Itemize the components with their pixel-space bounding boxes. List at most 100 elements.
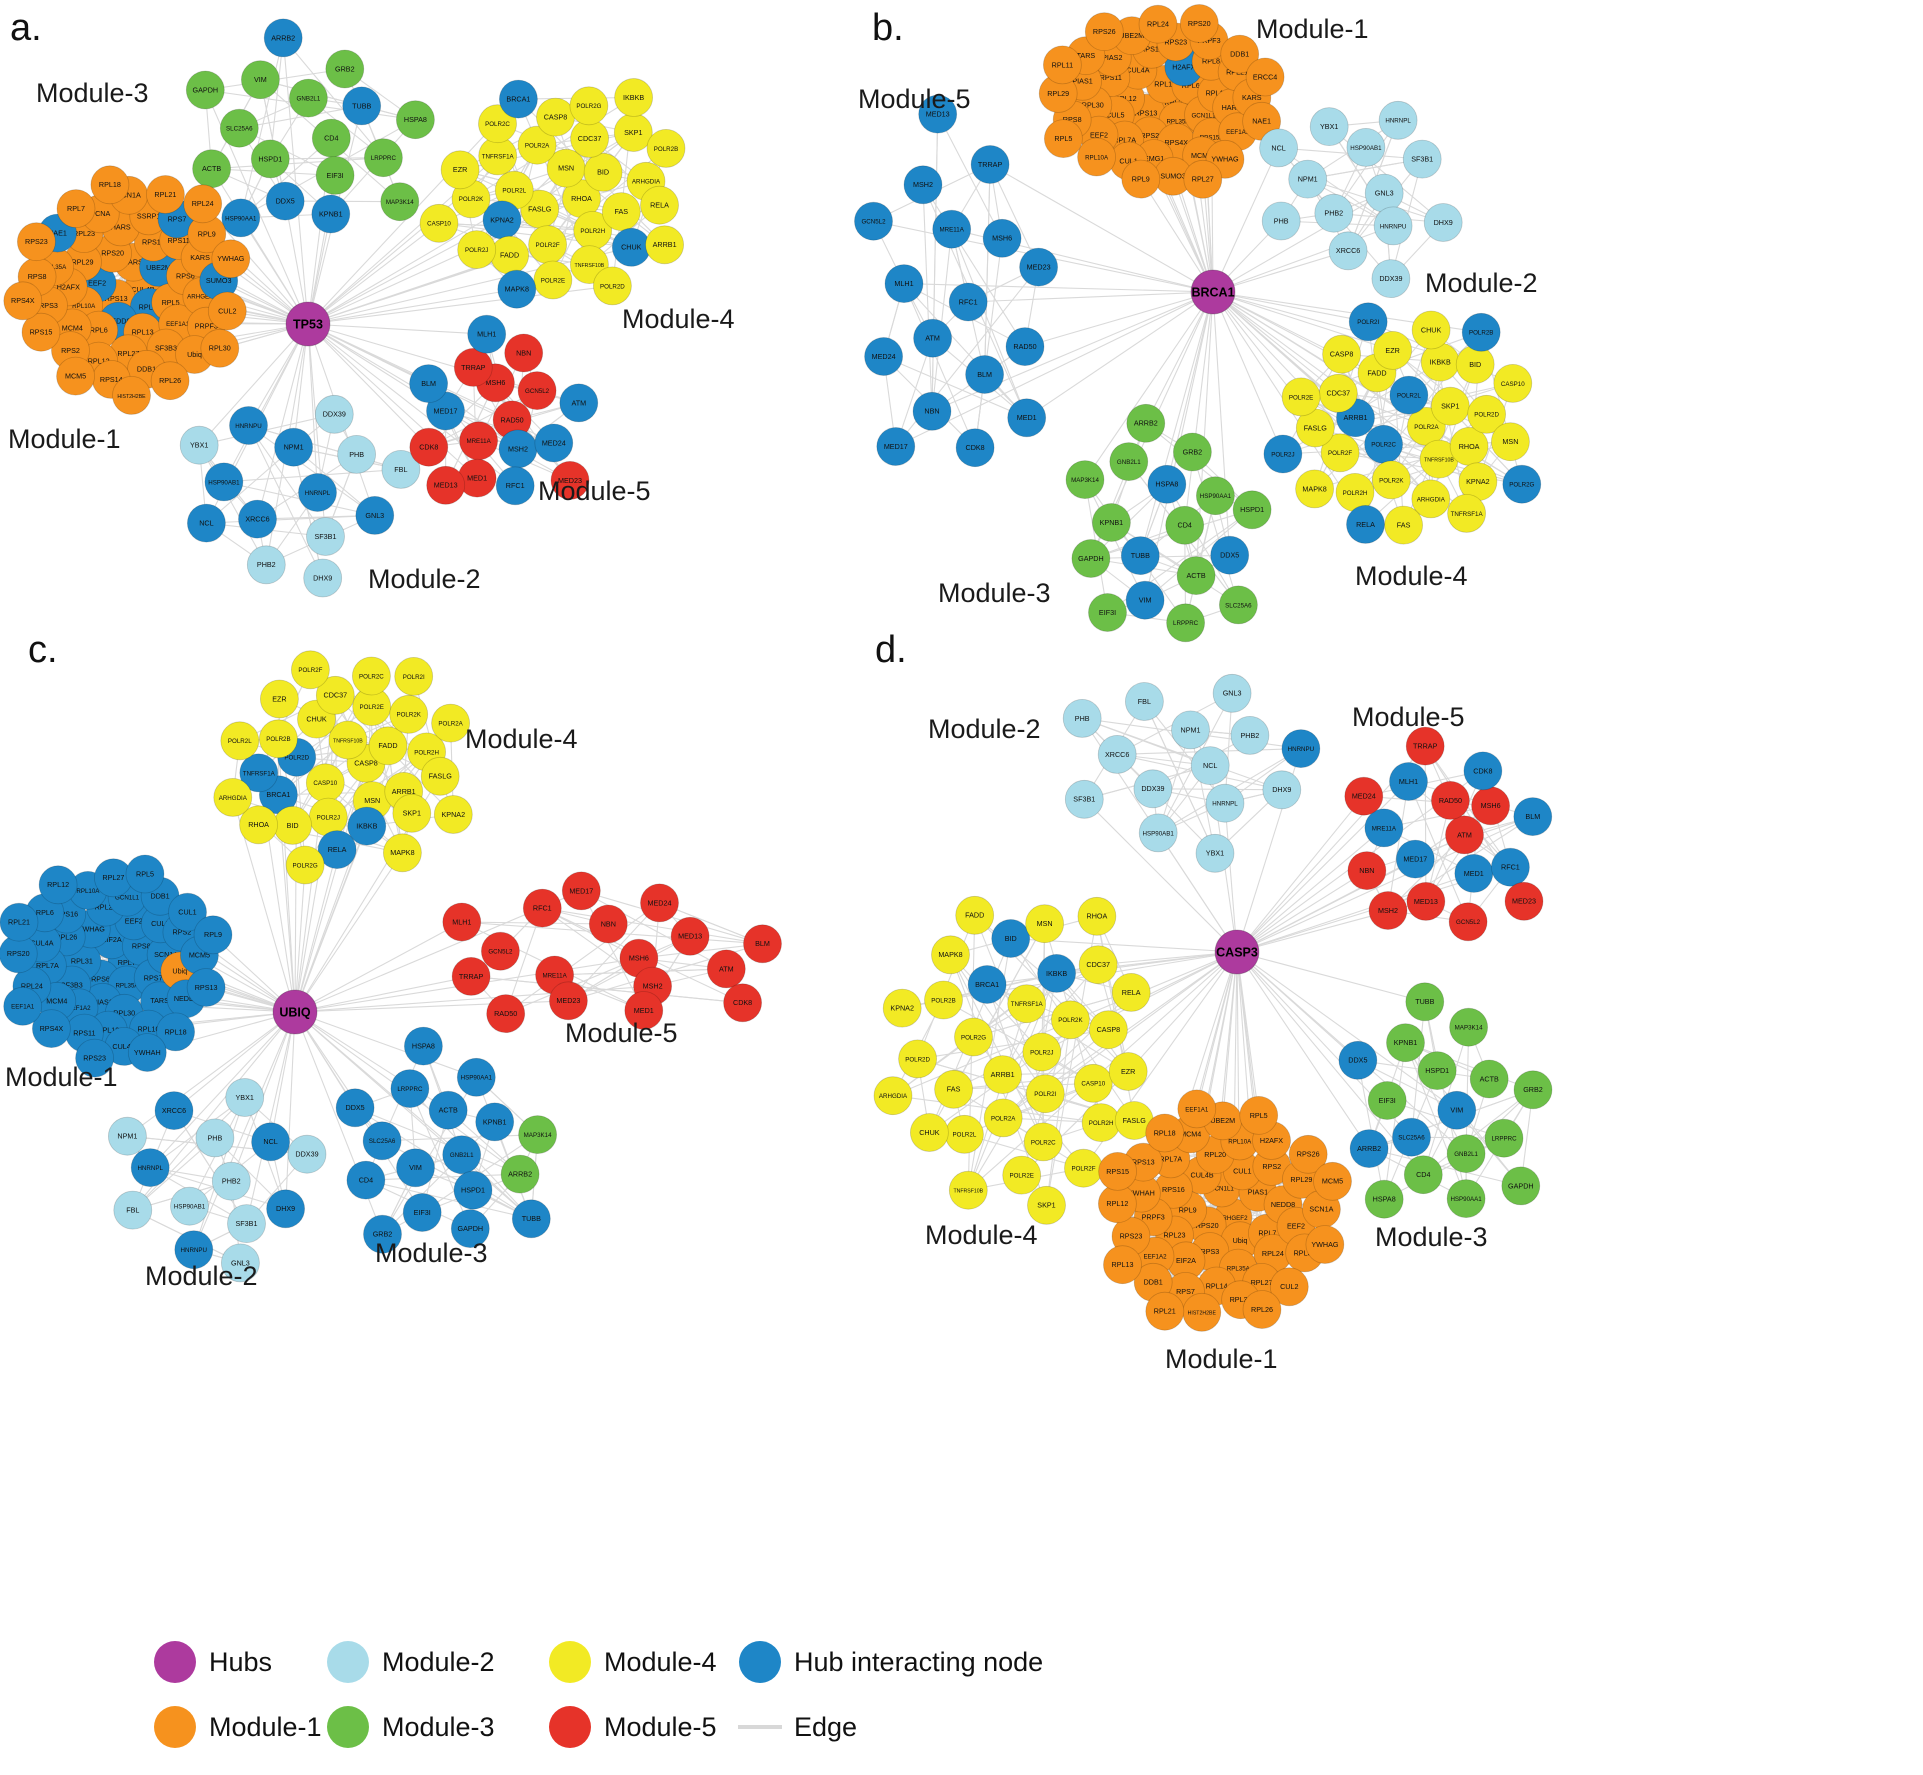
node-MRE11A: MRE11A xyxy=(932,209,972,249)
edge xyxy=(1363,795,1491,807)
node-MRE11A: MRE11A xyxy=(1364,808,1404,848)
node-EIF3I: EIF3I xyxy=(402,1193,442,1232)
edge xyxy=(1082,717,1211,767)
edge xyxy=(929,1051,1043,1133)
node-FBL: FBL xyxy=(1125,682,1164,721)
node-DDX5: DDX5 xyxy=(335,1088,375,1128)
hub-edge xyxy=(294,921,463,1013)
edge xyxy=(248,425,324,579)
node-RFC1: RFC1 xyxy=(948,282,988,322)
node-NCL: NCL xyxy=(251,1122,291,1162)
node-circle xyxy=(912,391,952,431)
node-SLC25A6: SLC25A6 xyxy=(1392,1117,1431,1157)
node-TRRAP: TRRAP xyxy=(453,347,493,387)
legend-label: Hubs xyxy=(209,1647,272,1677)
node-circle xyxy=(1348,302,1388,342)
node-VIM: VIM xyxy=(396,1148,435,1188)
edge xyxy=(1166,484,1239,606)
node-CD4: CD4 xyxy=(346,1160,386,1200)
node-EZR: EZR xyxy=(1108,1052,1148,1091)
node-RPL11: RPL11 xyxy=(1043,45,1082,85)
node-circle xyxy=(954,1017,993,1057)
edge xyxy=(967,1003,1028,1191)
node-circle xyxy=(287,1134,327,1174)
node-BID: BID xyxy=(583,152,623,192)
hub-edge xyxy=(1140,178,1214,293)
hub-edge xyxy=(270,1011,296,1142)
node-RAD50: RAD50 xyxy=(1005,327,1045,367)
node-POLR2G: POLR2G xyxy=(569,86,609,126)
node-circle xyxy=(1263,434,1303,474)
node-circle xyxy=(1395,839,1435,879)
node-HSP90AB1: HSP90AB1 xyxy=(170,1186,209,1226)
edge xyxy=(269,37,284,159)
node-circle xyxy=(1088,593,1127,632)
edge xyxy=(1405,1042,1467,1154)
node-POLR2D: POLR2D xyxy=(898,1039,937,1079)
node-circle xyxy=(480,931,520,971)
node-circle xyxy=(640,185,679,225)
node-RPS15: RPS15 xyxy=(1098,1152,1137,1191)
node-MAP3K14: MAP3K14 xyxy=(380,182,420,222)
node-HSPD1: HSPD1 xyxy=(1232,490,1272,530)
node-MAPK8: MAPK8 xyxy=(931,935,970,975)
node-circle xyxy=(38,865,78,905)
edge xyxy=(1090,554,1230,560)
node-circle xyxy=(308,797,348,837)
node-circle xyxy=(250,139,290,179)
node-FAS: FAS xyxy=(601,192,641,232)
hub-edge xyxy=(1139,291,1214,556)
node-DHX9: DHX9 xyxy=(1262,770,1302,810)
hub-edge xyxy=(1212,250,1349,293)
node-DHX9: DHX9 xyxy=(1423,203,1463,242)
node-HNRNPL: HNRNPL xyxy=(1378,100,1418,140)
edge xyxy=(1111,522,1239,606)
edge xyxy=(567,902,660,1002)
edge xyxy=(211,157,384,170)
node-circle xyxy=(113,1190,153,1230)
node-NBN: NBN xyxy=(504,333,544,373)
node-CD4: CD4 xyxy=(311,118,351,158)
node-circle xyxy=(1177,1089,1217,1129)
node-circle xyxy=(246,545,286,585)
node-circle xyxy=(1384,505,1423,545)
node-circle xyxy=(1183,159,1223,199)
edge xyxy=(365,1173,521,1181)
node-circle xyxy=(1322,334,1361,374)
hub-edge xyxy=(294,864,306,1013)
node-circle xyxy=(1182,1292,1222,1332)
hub-edge xyxy=(1044,951,1238,1095)
node-RPL26: RPL26 xyxy=(150,361,190,401)
edge xyxy=(1189,729,1216,854)
node-SF3B1: SF3B1 xyxy=(1064,779,1104,819)
edge xyxy=(581,890,727,970)
node-MED23: MED23 xyxy=(1019,247,1058,287)
node-circle xyxy=(342,86,382,126)
node-circle xyxy=(569,86,609,126)
node-POLR2L: POLR2L xyxy=(1389,375,1429,415)
node-circle xyxy=(1405,726,1445,766)
node-ACTB: ACTB xyxy=(192,149,232,189)
node-SKP1: SKP1 xyxy=(392,793,432,833)
node-circle xyxy=(1025,904,1064,944)
module-label-a-Module-2: Module-2 xyxy=(368,564,481,594)
node-EEF1A1: EEF1A1 xyxy=(3,986,43,1026)
node-GAPDH: GAPDH xyxy=(1501,1166,1541,1206)
node-circle xyxy=(355,496,395,535)
node-circle xyxy=(970,145,1010,184)
node-ATM: ATM xyxy=(913,318,952,358)
hub-edge xyxy=(1127,951,1238,1072)
edge xyxy=(428,390,538,448)
node-POLR2C: POLR2C xyxy=(1023,1122,1063,1162)
node-circle xyxy=(1405,982,1445,1022)
legend-item-module-4: Module-4 xyxy=(549,1641,717,1683)
node-circle xyxy=(1423,203,1463,242)
node-KPNB1: KPNB1 xyxy=(1092,503,1131,542)
node-TUBB: TUBB xyxy=(511,1199,551,1239)
hub-edge xyxy=(989,164,1214,293)
node-ERCC4: ERCC4 xyxy=(1245,57,1285,97)
legend-label: Edge xyxy=(794,1712,857,1742)
node-NBN: NBN xyxy=(912,391,952,431)
node-circle xyxy=(475,1102,515,1142)
